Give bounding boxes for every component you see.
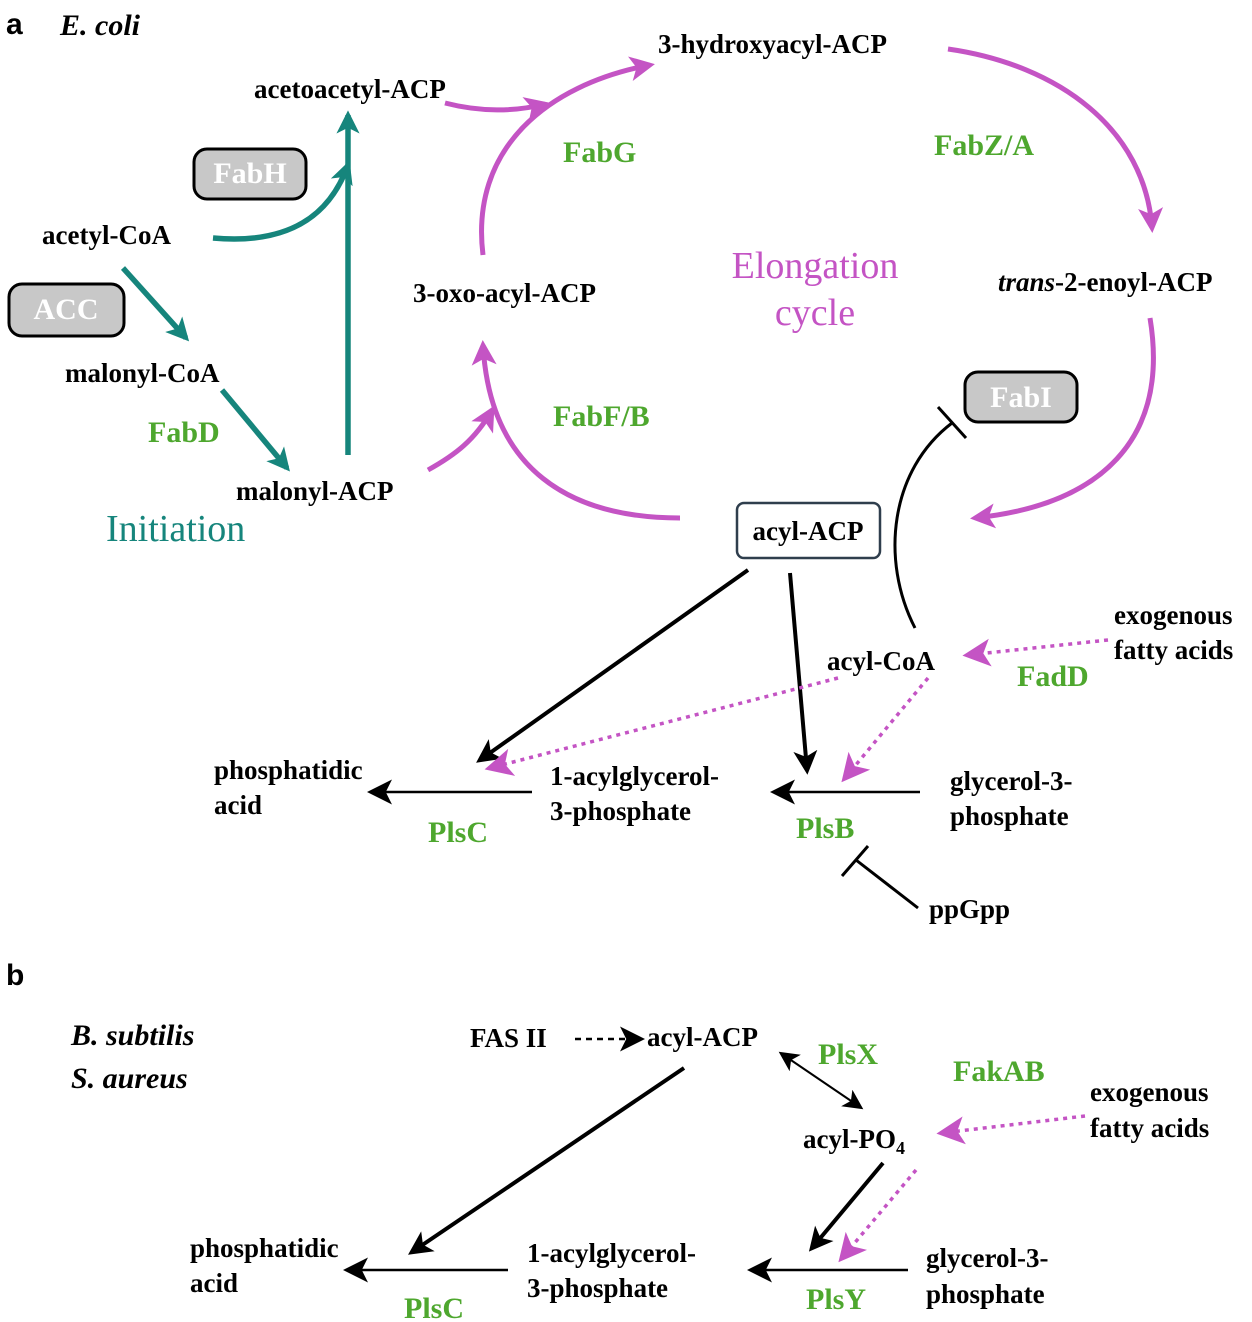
metabolite-acylglycerol-1: 1-acylglycerol- [550,761,719,791]
metabolite-glycerol-1: glycerol-3- [950,766,1072,796]
arrow-malonylacp-to-cycle [426,405,495,473]
acyl-acp-label: acyl-ACP [753,516,864,546]
arrow-acetylcoa-to-acetoacetylacp [212,160,353,242]
fabi-box [963,370,1079,424]
metabolite-b-phosphatidic-1: phosphatidic [190,1233,339,1263]
enzyme-b-plsc: PlsC [404,1292,464,1322]
enzyme-fabd: FabD [148,416,220,449]
metabolite-phosphatidic-2: acid [214,790,262,820]
arrow-acylpo4-to-plsy [808,1161,885,1252]
initiation-label: Initiation [106,508,245,550]
metabolite-ppgpp: ppGpp [929,894,1010,924]
organism-bsubtilis: B. subtilis [70,1019,194,1052]
metabolite-b-phosphatidic-2: acid [190,1268,238,1298]
enzyme-plsc: PlsC [428,816,488,849]
metabolite-acetyl-coa: acetyl-CoA [42,220,171,250]
metabolite-b-glycerol-2: phosphate [926,1279,1045,1309]
acyl-acp-box [735,501,882,560]
enzyme-fadd: FadD [1017,660,1089,693]
metabolite-b-glycerol-1: glycerol-3- [926,1243,1048,1273]
enzyme-fakab: FakAB [953,1055,1045,1088]
metabolite-trans-2-enoyl-acp: trans-2-enoyl-ACP [998,267,1213,297]
metabolite-acylglycerol-2: 3-phosphate [550,796,691,826]
enzyme-plsb: PlsB [796,812,854,845]
metabolite-b-acyl-acp: acyl-ACP [647,1022,758,1052]
dotted-exogenous-to-acylcoa [962,638,1109,667]
inhibition-bar-plsb [840,845,870,877]
organism-saureus: S. aureus [71,1062,188,1095]
arrow-acylacp-to-plsb [788,572,818,775]
metabolite-phosphatidic-1: phosphatidic [214,755,363,785]
dotted-exogenous-to-acylpo4 [936,1114,1086,1145]
metabolite-3-oxo-acyl-acp: 3-oxo-acyl-ACP [413,278,596,308]
enzyme-fabfb: FabF/B [553,400,650,433]
arrow-acylacp-to-plsc [476,568,750,763]
metabolite-fas-ii: FAS II [470,1023,547,1053]
enzyme-plsy: PlsY [806,1283,866,1316]
enzyme-fabh: FabH [213,157,286,190]
metabolite-malonyl-coa: malonyl-CoA [65,358,220,388]
arrow-acetylcoa-to-malonylcoa [120,266,190,342]
metabolite-b-acylglycerol-2: 3-phosphate [527,1273,668,1303]
dotted-acylcoa-to-plsb [841,676,930,783]
metabolite-acyl-coa: acyl-CoA [827,646,935,676]
arrow-acylacp-to-plsc-b [408,1066,686,1255]
acc-box [7,282,126,338]
metabolite-acetoacetyl-acp: acetoacetyl-ACP [254,74,446,104]
arrow-malonylcoa-to-malonylacp [219,388,290,472]
enzyme-fabza: FabZ/A [934,129,1034,162]
organism-ecoli: E. coli [59,9,141,42]
metabolite-b-acylglycerol-1: 1-acylglycerol- [527,1238,696,1268]
dotted-acylpo4-to-plsy [838,1168,918,1263]
arrow-acylacp-to-oxoacyl [471,340,681,521]
enzyme-acc: ACC [34,293,99,326]
metabolite-3-hydroxyacyl-acp: 3-hydroxyacyl-ACP [658,29,887,59]
elongation-label-2: cycle [775,292,855,334]
arrow-acylacp-acylpo4 [778,1051,864,1110]
arrow-hydroxyacyl-to-enoyl [947,46,1164,233]
inhibition-ppgpp-plsb [855,858,919,910]
metabolite-exogenous-1: exogenous [1114,600,1233,630]
arrow-oxoacyl-to-hydroxyacyl [479,56,655,256]
metabolite-exogenous-2: fatty acids [1114,635,1233,665]
enzyme-plsx: PlsX [818,1038,878,1071]
metabolite-b-exogenous-2: fatty acids [1090,1113,1209,1143]
metabolite-malonyl-acp: malonyl-ACP [236,476,394,506]
dotted-acylcoa-to-plsc [484,676,839,776]
enzyme-fabg: FabG [563,136,636,169]
arrow-enoyl-to-acylacp [970,317,1156,529]
arrow-acetoacetyl-merge [444,97,550,122]
elongation-label-1: Elongation [732,245,899,287]
panel-b-label: b [6,959,24,992]
metabolite-b-exogenous-1: exogenous [1090,1077,1209,1107]
metabolite-glycerol-2: phosphate [950,801,1069,831]
inhibition-bar-fabi [936,405,968,440]
inhibition-acylcoa-fabi [893,421,953,629]
fabh-box [192,147,308,201]
panel-a-label: a [6,8,23,41]
enzyme-fabi: FabI [990,381,1052,414]
metabolite-acyl-po4: acyl-PO4 [803,1124,905,1158]
